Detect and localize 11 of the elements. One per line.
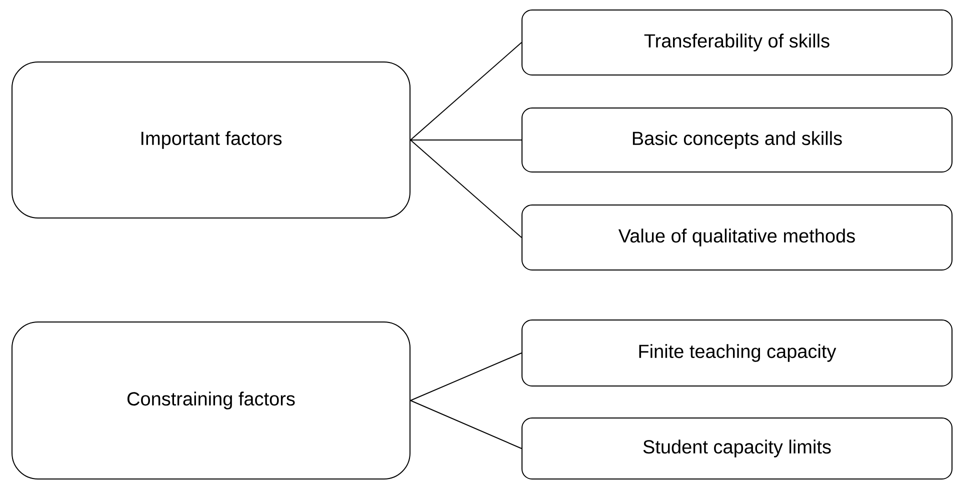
connector-line [410,42,522,140]
factor-box: Finite teaching capacity [522,320,952,386]
connector-line [410,352,522,401]
connector-line [410,140,522,238]
factor-box: Constraining factors [12,322,410,480]
factor-box: Value of qualitative methods [522,204,952,270]
factor-box: Basic concepts and skills [522,108,952,172]
factor-box: Important factors [12,62,410,218]
factor-box: Student capacity limits [522,418,952,480]
connector-line [410,400,522,449]
factor-box: Transferability of skills [522,10,952,76]
